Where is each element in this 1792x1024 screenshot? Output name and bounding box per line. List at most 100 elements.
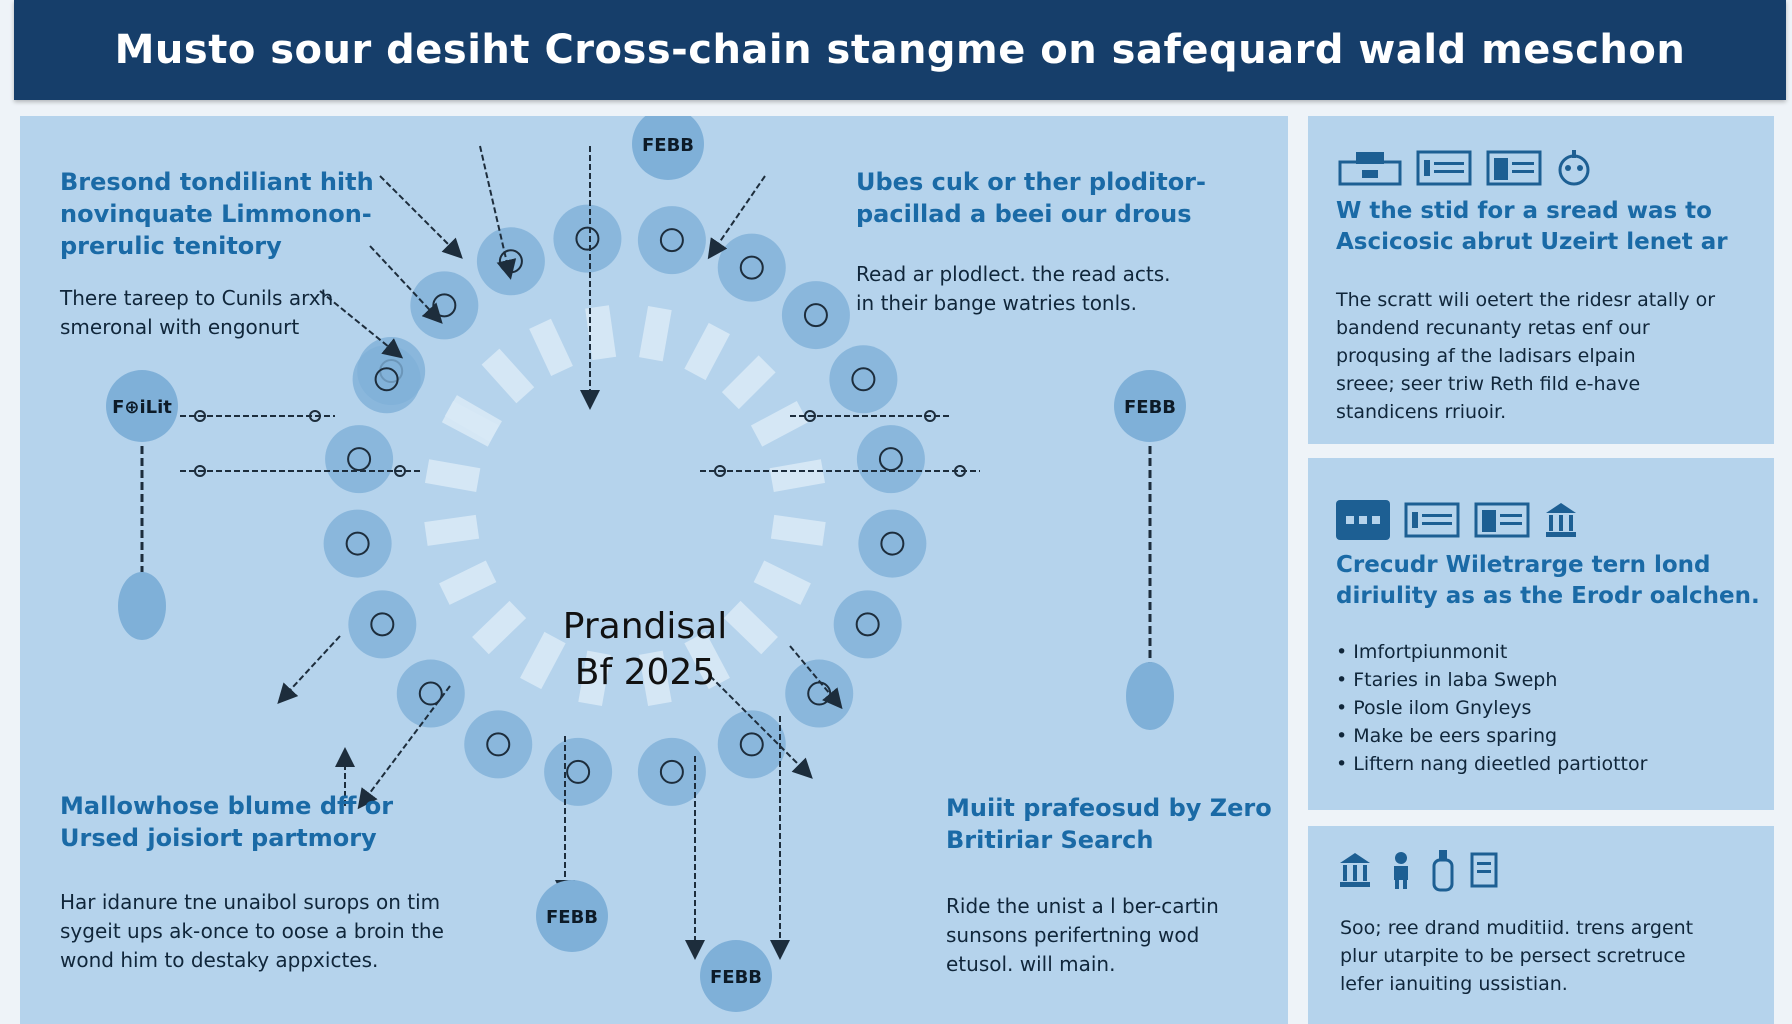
ray-bar [753,560,811,605]
id-card-icon [1416,150,1472,186]
icon-row [1338,848,1498,892]
connector-arrow [319,290,404,359]
connector-dot [309,410,321,422]
ray-bar [578,650,611,707]
body-line: There tareep to Cunils arxh [60,286,334,310]
ray-node [856,425,925,494]
list-item: Imfortpiunmonit [1336,638,1647,666]
block-body: Read ar plodlect. the read acts. in thei… [856,260,1216,318]
ray-node-ring [374,367,399,392]
connector-arrow [479,145,517,280]
center-label-line: Prandisal [562,606,728,647]
ray-node-ring [418,681,443,706]
ray-node [410,271,479,340]
body-line: sreee; seer triw Reth fild e-have [1336,373,1641,395]
block-heading: Ubes cuk or ther ploditor- pacillad a be… [856,166,1216,230]
heading-line: prerulic tenitory [60,232,282,260]
block-heading: Bresond tondiliant hith novinquate Limmo… [60,166,400,262]
ray-node-ring [659,759,684,784]
connector-arrow [277,635,341,704]
ray-node-ring [880,531,905,556]
ray-bar [472,600,527,655]
side-list: Imfortpiunmonit Ftaries in laba Sweph Po… [1336,638,1647,778]
ray-node-ring [855,612,880,637]
body-line: The scratt wili oetert the ridesr atally… [1336,289,1716,311]
page-title: Musto sour desiht Cross-chain stangme on… [114,27,1686,73]
ray-bar [684,631,730,690]
heading-line: Ursed joisiort partmory [60,824,377,852]
pipe-node [1126,662,1174,730]
heading-line: Muiit prafeosud by Zero [946,794,1272,822]
ray-bar [723,600,778,655]
text-block-top-right: Ubes cuk or ther ploditor- pacillad a be… [856,166,1216,318]
body-line: Ride the unist a l ber-cartin [946,894,1219,918]
text-block-top-left: Bresond tondiliant hith novinquate Limmo… [60,166,400,342]
ray-node-ring [803,303,828,328]
key-node-label: FEBB [546,907,598,928]
ray-bar [639,650,672,707]
text-block-bottom-right: Muiit prafeosud by Zero Britiriar Search… [946,792,1276,979]
block-heading: Muiit prafeosud by Zero Britiriar Search [946,792,1276,856]
connector-dot [394,465,406,477]
heading-line: Mallowhose blume dff or [60,792,394,820]
heading-line: Ascicosic abrut Uzeirt lenet ar [1336,229,1728,255]
connector-dot [924,410,936,422]
person-icon [1394,852,1408,889]
ray-node-ring [659,228,684,253]
ray-node [833,590,902,659]
connector-arrow [709,675,813,779]
side-body: Soo; ree drand muditiid. trens argent pl… [1340,914,1693,998]
list-item: Liftern nang dieetled partiottor [1336,750,1647,778]
body-line: lefer ianuiting ussistian. [1340,973,1568,995]
ray-bar [441,401,500,447]
ray-node-ring [486,732,511,757]
printer-icon [1338,152,1402,186]
connector-dot [194,410,206,422]
body-line: wond him to destaky appxictes. [60,948,379,972]
side-panel-1: W the stid for a sread was to Ascicosic … [1308,116,1774,444]
key-node-left [106,370,178,442]
heading-line: diriulity as as the Erodr oalchen. [1336,583,1760,609]
heading-line: W the stid for a sread was to [1336,198,1712,224]
ray-node [325,425,394,494]
key-node-label: FEBB [1124,397,1176,418]
ray-bar [529,318,573,377]
bottle-icon [1432,850,1454,892]
ray-node [476,227,545,296]
body-line: proqusing af the ladisars elpain [1336,345,1636,367]
ray-node [781,281,850,350]
side-panel-2: Crecudr Wiletrarge tern lond diriulity a… [1308,458,1774,810]
bank-icon [1340,853,1370,887]
body-line: plur utarpite to be persect scretruce [1340,945,1686,967]
connector-dot [194,465,206,477]
heading-line: Bresond tondiliant hith [60,168,374,196]
body-line: bandend recunanty retas enf our [1336,317,1650,339]
list-item: Ftaries in laba Sweph [1336,666,1647,694]
ray-node [348,590,417,659]
body-line: sunsons perifertning wod [946,923,1200,947]
ray-bar [684,322,730,381]
title-bar: Musto sour desiht Cross-chain stangme on… [14,0,1786,100]
icon-row [1338,148,1592,188]
side-heading: Crecudr Wiletrarge tern lond diriulity a… [1336,550,1760,612]
heading-line: Britiriar Search [946,826,1154,854]
text-block-bottom-left: Mallowhose blume dff or Ursed joisiort p… [60,790,460,975]
bank-icon [1546,503,1576,537]
id-card-icon [1404,502,1460,538]
badge-icon [1474,502,1530,538]
ray-bar [750,401,809,447]
key-node-bottom-right [700,940,772,1012]
body-line: smeronal with engonurt [60,315,300,339]
ray-node-ring [739,255,764,280]
ray-node [544,737,613,806]
ray-bar [721,355,776,410]
connector-arrow [379,175,463,259]
ray-node [352,345,421,414]
block-body: There tareep to Cunils arxh smeronal wit… [60,284,400,342]
ray-bar [481,348,535,404]
ray-node-ring [851,367,876,392]
body-line: standicens rriuoir. [1336,401,1507,423]
document-icon [1470,852,1498,888]
side-panel-3: Soo; ree drand muditiid. trens argent pl… [1308,826,1774,1024]
